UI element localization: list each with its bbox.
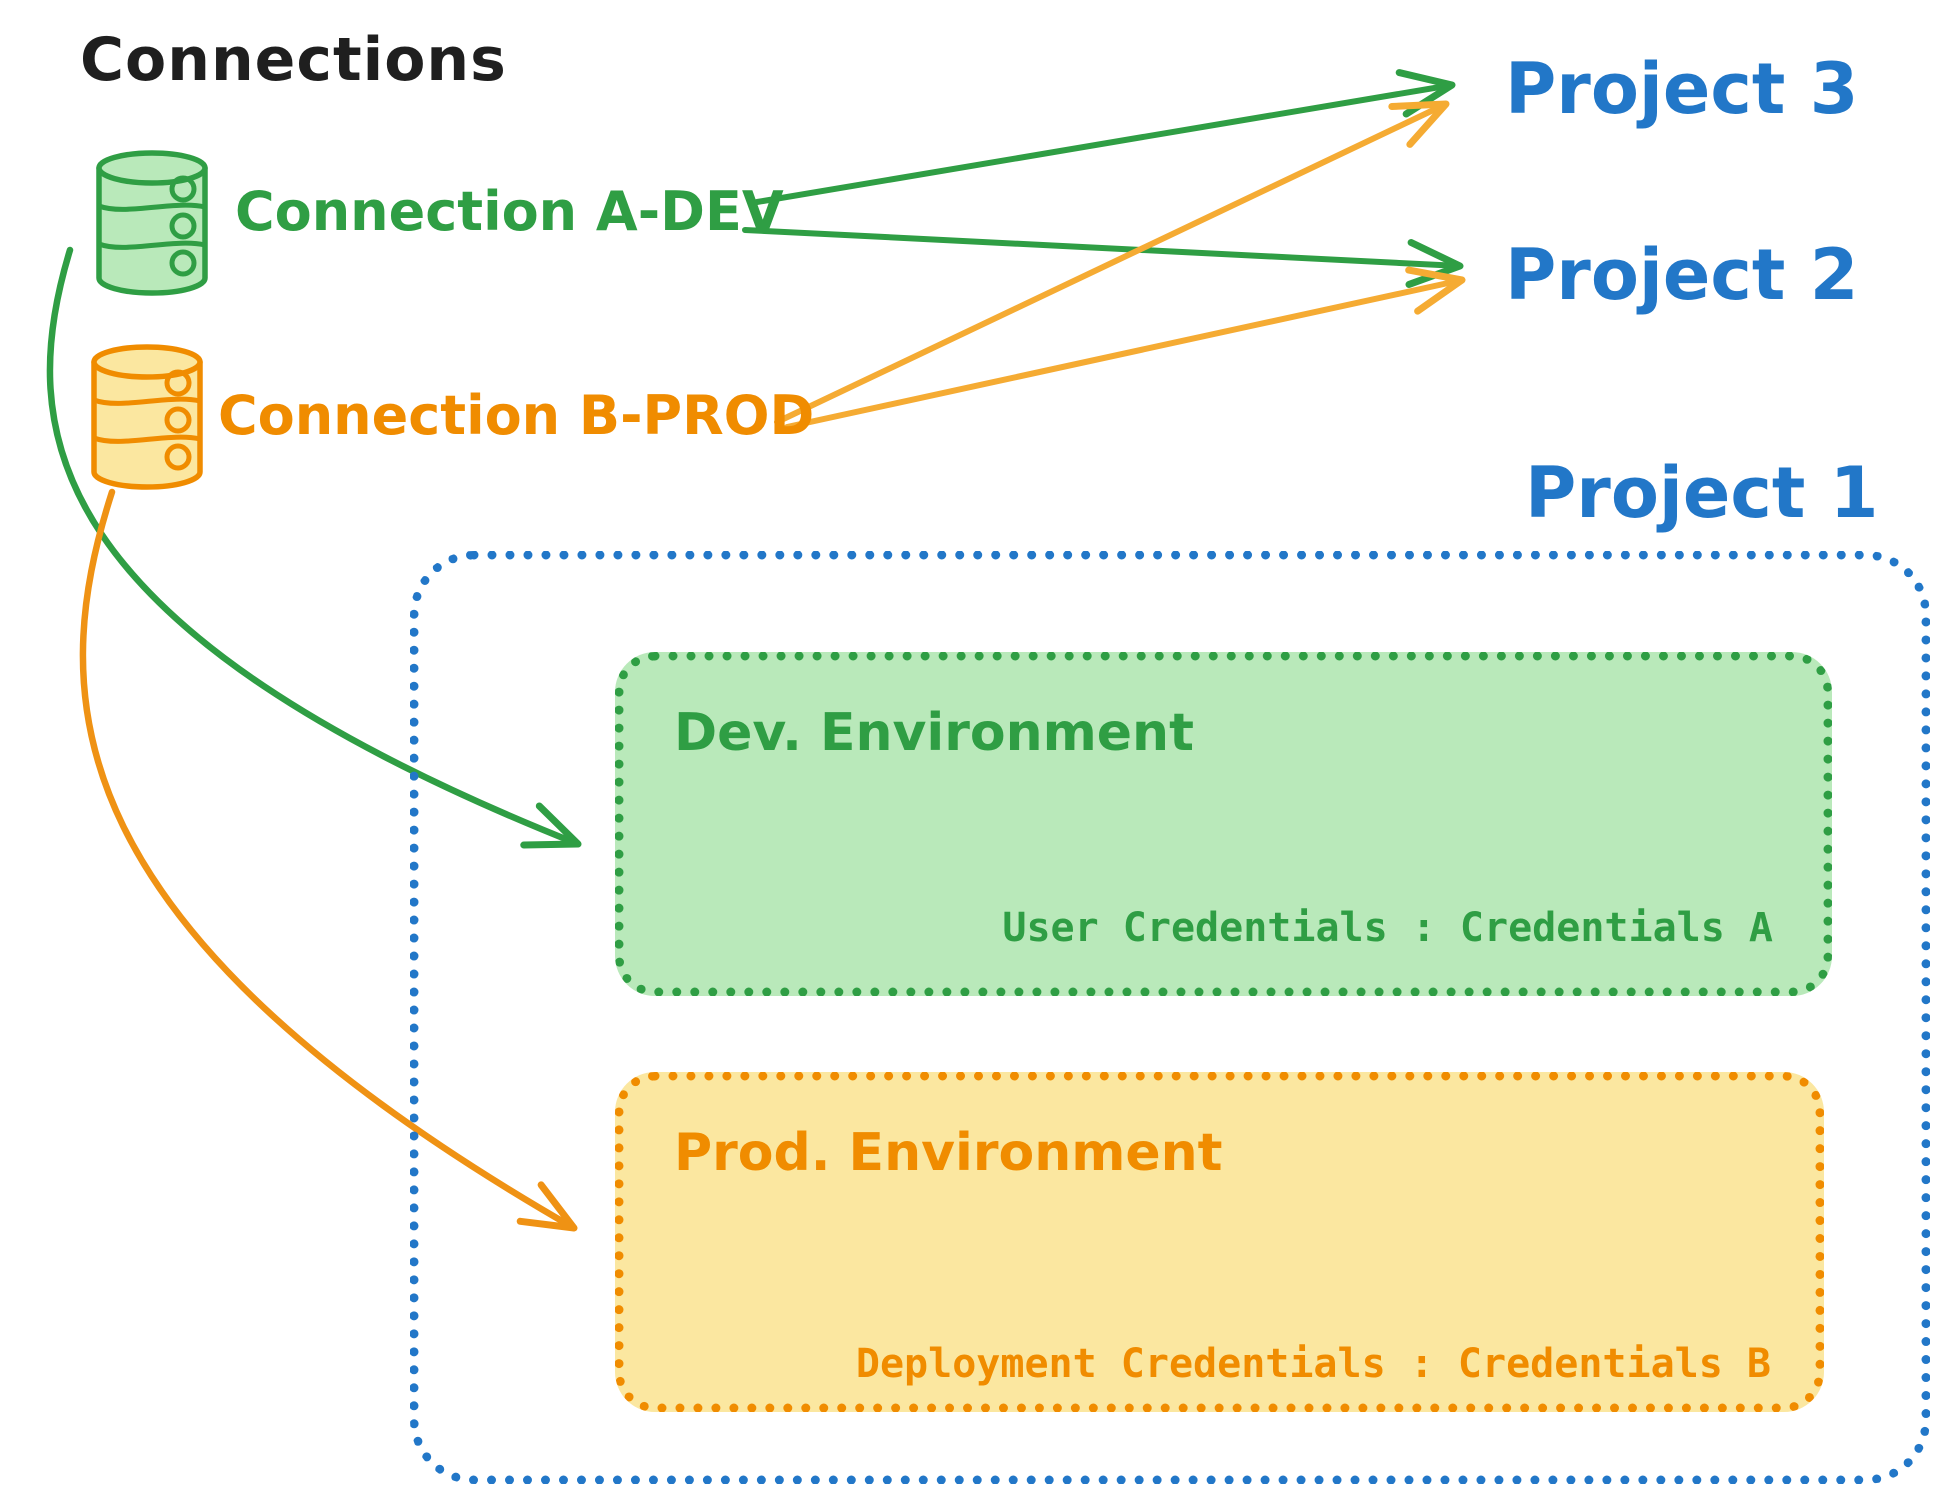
arrow-adev-project3: [754, 69, 1456, 205]
prod-environment-credentials: Deployment Credentials : Credentials B: [855, 1341, 1771, 1387]
dev-environment-box: Dev. Environment User Credentials : Cred…: [615, 652, 1832, 996]
connection-a-dev-label: Connection A-DEV: [235, 180, 784, 243]
database-icon-dev: [96, 150, 208, 296]
arrow-bprod-project2: [784, 266, 1466, 430]
prod-environment-box: Prod. Environment Deployment Credentials…: [615, 1072, 1824, 1412]
project-2-label: Project 2: [1505, 234, 1859, 316]
arrow-adev-project2: [742, 227, 1464, 288]
dev-environment-title: Dev. Environment: [674, 703, 1194, 763]
connection-b-prod-label: Connection B-PROD: [218, 384, 815, 447]
arrow-bprod-project3: [774, 100, 1450, 425]
diagram-title: Connections: [80, 25, 507, 95]
prod-environment-title: Prod. Environment: [674, 1123, 1223, 1183]
database-icon-prod: [91, 344, 203, 490]
project-1-label: Project 1: [1525, 452, 1879, 534]
project-1-container: [410, 551, 1930, 1484]
project-3-label: Project 3: [1505, 48, 1859, 130]
dev-environment-credentials: User Credentials : Credentials A: [1002, 905, 1773, 951]
